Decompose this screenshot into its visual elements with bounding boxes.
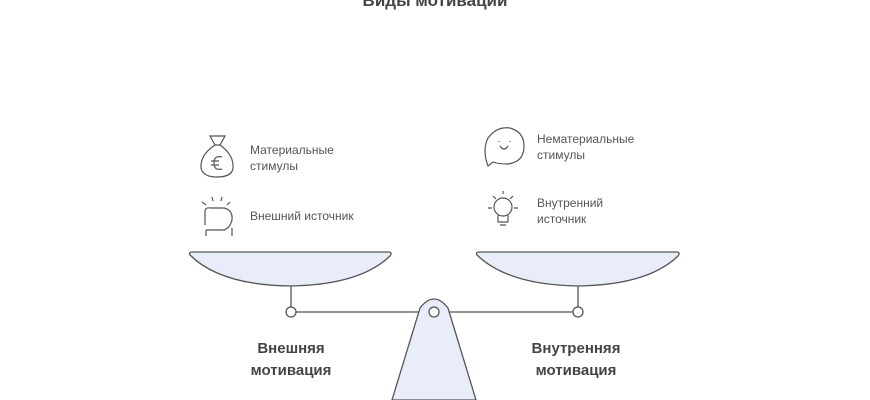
fulcrum [391,298,477,400]
left-joint [285,306,297,318]
label-external-source: Внешний источник [250,209,354,223]
right-pan [475,251,680,287]
lightbulb-icon [488,191,518,226]
fist-icon [201,196,233,236]
left-pan [188,251,392,287]
money-bag-icon [200,135,234,178]
title: Виды мотивации [362,0,508,10]
speech-bubble-icon [484,127,525,167]
right-joint [572,306,584,318]
